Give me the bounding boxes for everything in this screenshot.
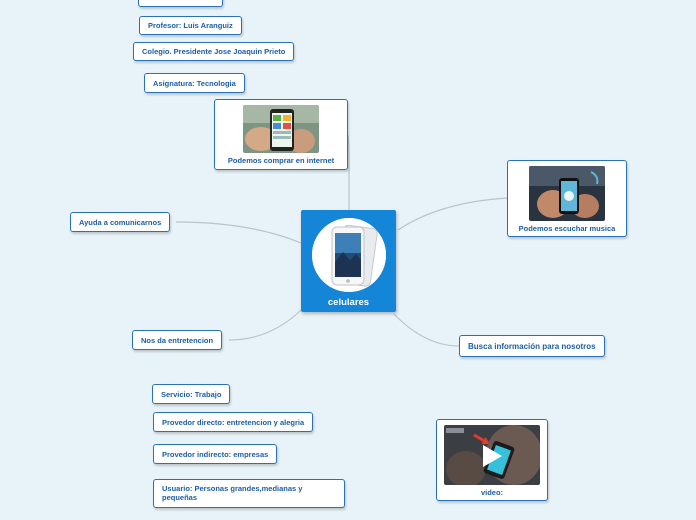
node-profesor[interactable]: Profesor: Luis Aranguiz [139, 16, 242, 35]
node-usuario-label: Usuario: Personas grandes,medianas y peq… [162, 484, 303, 502]
central-topic-label: celulares [327, 297, 370, 308]
play-icon[interactable] [480, 443, 504, 469]
connector-entretencion [228, 309, 302, 341]
node-colegio-label: Colegio. Presidente Jose Joaquin Prieto [142, 47, 286, 56]
connector-comunicarnos [175, 221, 302, 244]
central-phone-image [311, 218, 386, 292]
node-asignatura[interactable]: Asignatura: Tecnologia [144, 73, 245, 93]
node-comunicarnos-label: Ayuda a comunicarnos [79, 217, 162, 227]
node-provedor-directo[interactable]: Provedor directo: entretencion y alegria [153, 412, 314, 432]
connector-busca [393, 313, 460, 347]
node-escuchar[interactable]: Podemos escuchar musica [507, 160, 627, 237]
node-provedor-directo-label: Provedor directo: entretencion y alegria [162, 417, 305, 427]
node-comprar[interactable]: Podemos comprar en internet [214, 99, 348, 170]
node-busca-label: Busca información para nosotros [468, 341, 596, 351]
node-provedor-indirecto-label: Provedor indirecto: empresas [162, 449, 269, 459]
node-colegio[interactable]: Colegio. Presidente Jose Joaquin Prieto [133, 42, 295, 61]
listening-music-image [529, 166, 605, 221]
phone-shopping-image [243, 105, 319, 153]
node-usuario[interactable]: Usuario: Personas grandes,medianas y peq… [153, 479, 345, 508]
connector-comprar [347, 134, 350, 210]
node-servicio[interactable]: Servicio: Trabajo [152, 384, 231, 404]
connector-escuchar [397, 197, 509, 231]
node-video-label: video: [480, 488, 504, 497]
node-entretencion-label: Nos da entretencion [141, 335, 214, 345]
node-profesor-label: Profesor: Luis Aranguiz [148, 21, 233, 30]
node-escuchar-label: Podemos escuchar musica [518, 224, 616, 233]
node-servicio-label: Servicio: Trabajo [161, 389, 222, 399]
node-busca[interactable]: Busca información para nosotros [459, 335, 605, 357]
node-entretencion[interactable]: Nos da entretencion [132, 330, 223, 350]
node-provedor-indirecto[interactable]: Provedor indirecto: empresas [153, 444, 278, 464]
node-asignatura-label: Asignatura: Tecnologia [153, 78, 236, 88]
node-comprar-label: Podemos comprar en internet [227, 156, 335, 165]
node-comunicarnos[interactable]: Ayuda a comunicarnos [70, 212, 171, 232]
node-video[interactable]: video: [436, 419, 548, 501]
video-thumbnail[interactable] [444, 425, 540, 485]
central-topic[interactable]: celulares [301, 210, 396, 312]
cut-off-node[interactable] [138, 0, 223, 7]
